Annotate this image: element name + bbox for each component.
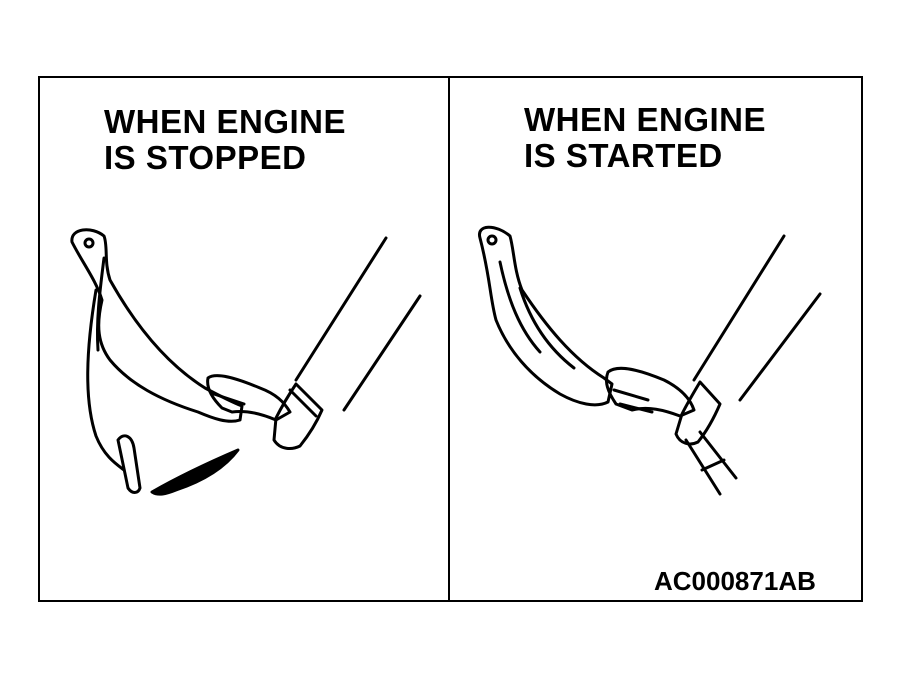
started-leg-front <box>692 234 786 382</box>
started-leg-back <box>738 292 822 402</box>
caption-engine-started: WHEN ENGINE IS STARTED <box>524 101 767 174</box>
figure-code: AC000871AB <box>654 566 816 596</box>
started-pedal-arm <box>478 225 614 407</box>
clearance-arrow <box>700 458 726 472</box>
stopped-pedal-illustration <box>70 228 422 496</box>
stopped-leg-back <box>342 294 422 412</box>
panel-divider <box>448 76 450 602</box>
started-pivot-hole <box>486 234 498 246</box>
stopped-leg-front <box>294 236 388 382</box>
started-shoe <box>674 380 722 446</box>
stopped-shoe <box>272 382 324 450</box>
diagram-frame <box>38 76 863 602</box>
caption-engine-stopped: WHEN ENGINE IS STOPPED <box>104 103 347 176</box>
stopped-pivot-hole <box>83 237 95 249</box>
started-pedal-illustration <box>478 225 822 496</box>
